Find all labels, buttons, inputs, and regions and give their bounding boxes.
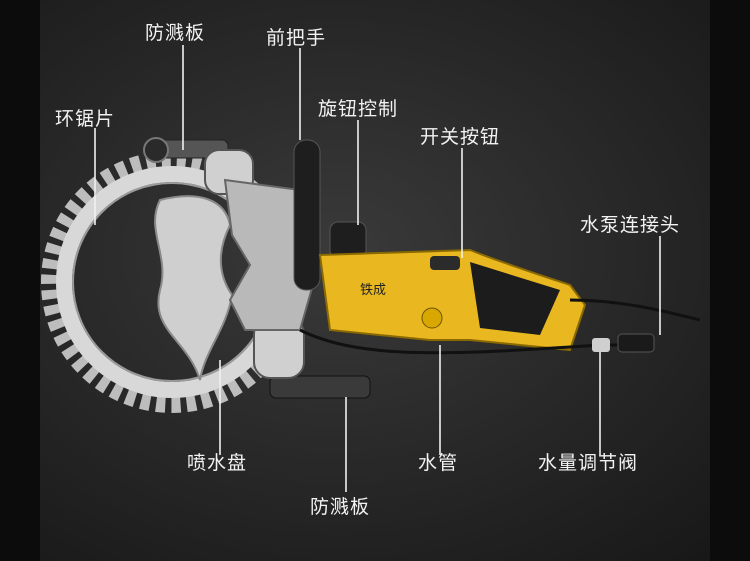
- label-water-spray-disc: 喷水盘: [187, 452, 248, 474]
- power-cable: [569, 298, 701, 322]
- water-spray-disc: [154, 195, 234, 381]
- label-pump-connector: 水泵连接头: [580, 214, 681, 236]
- label-knob-control: 旋钮控制: [318, 98, 399, 120]
- front-handle: [293, 139, 321, 291]
- pump-connector: [617, 333, 655, 353]
- power-switch: [430, 256, 460, 270]
- label-flow-valve: 水量调节阀: [538, 452, 639, 474]
- splash-guard-bottom: [253, 317, 371, 399]
- brand-text: 铁成: [360, 283, 386, 298]
- knob-control: [329, 221, 367, 259]
- label-splash-guard-bottom: 防溅板: [310, 496, 371, 518]
- label-front-handle: 前把手: [266, 27, 327, 49]
- label-ring-saw-blade: 环锯片: [55, 108, 116, 130]
- label-splash-guard-top: 防溅板: [145, 22, 206, 44]
- label-power-switch: 开关按钮: [420, 126, 501, 148]
- label-water-hose: 水管: [418, 452, 459, 474]
- flow-valve: [592, 338, 610, 352]
- leader-lines: [94, 45, 661, 492]
- water-hose: [299, 328, 640, 355]
